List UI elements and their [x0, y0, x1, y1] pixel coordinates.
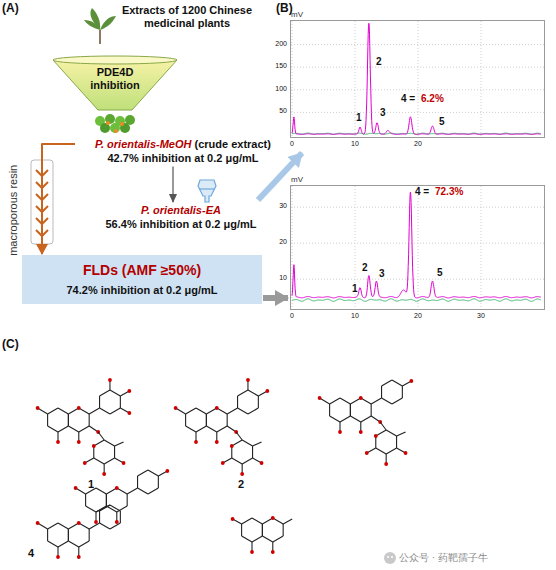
- axis-tick: 50: [266, 107, 287, 115]
- chromatogram-traces: [291, 21, 544, 309]
- bead-pile: [95, 114, 135, 133]
- plant-icon: [84, 8, 116, 44]
- chromatogram-frame: mV: [290, 20, 545, 138]
- extract-title-line: P. orientalis-MeOH (crude extract): [78, 137, 288, 151]
- peak-label: 2: [362, 262, 368, 274]
- peak-label: 6.2%: [421, 93, 444, 105]
- axis-tick: 150: [266, 62, 287, 70]
- axis-tick: 20: [408, 140, 428, 148]
- chromatogram-frame: mV: [290, 185, 545, 310]
- fraction-name: FLDs (AMF ≥50%): [30, 262, 254, 280]
- extract-name: P. orientalis-MeOH: [95, 138, 191, 150]
- panel-letter: (A): [2, 2, 19, 16]
- extract-title-line: P. orientalis-EA: [92, 203, 270, 217]
- peak-label: 4 =: [415, 186, 429, 198]
- fraction-box: FLDs (AMF ≥50%) 74.2% inhibition at 0.2 μ…: [22, 255, 262, 304]
- axis-tick: 200: [266, 40, 287, 48]
- separatory-funnel: [198, 180, 216, 202]
- inhibition-value: 74.2% inhibition at 0.2 μg/mL: [30, 283, 254, 297]
- axis-tick: 20: [408, 312, 428, 320]
- axis-unit: mV: [291, 175, 303, 184]
- column-label: macroporous resin: [8, 164, 21, 255]
- extract-block: P. orientalis-MeOH (crude extract)42.7% …: [78, 137, 288, 166]
- axis-tick: 10: [345, 312, 365, 320]
- inhibition-value: 56.4% inhibition at 0.2 μg/mL: [92, 217, 270, 231]
- watermark: 公众号 · 药靶孺子牛: [399, 552, 488, 564]
- funnel-shape: PDE4D inhibition: [52, 55, 178, 111]
- watermark-icon: [384, 552, 396, 564]
- chemical-structures: [36, 378, 414, 559]
- compound-number: 4: [28, 547, 34, 560]
- extract-note: (crude extract): [195, 138, 271, 150]
- flow-arrow: [258, 153, 302, 200]
- peak-label: 2: [376, 56, 382, 68]
- axis-tick: 100: [266, 85, 287, 93]
- compound-number: 2: [238, 478, 244, 491]
- peak-label: 4 =: [401, 93, 415, 105]
- panel-letter: (C): [2, 338, 19, 352]
- flow-arrow: [263, 295, 288, 301]
- peak-label: 72.3%: [435, 186, 463, 198]
- panel-letter: (B): [276, 2, 293, 16]
- axis-tick: 10: [266, 274, 287, 282]
- extract-block: P. orientalis-EA56.4% inhibition at 0.2 …: [92, 203, 270, 232]
- peak-label: 3: [379, 268, 385, 280]
- peak-label: 5: [437, 267, 443, 279]
- compound-number: 1: [88, 478, 94, 491]
- axis-unit: mV: [291, 10, 303, 19]
- flow-arrow: [172, 167, 173, 202]
- funnel-text-wrap: PDE4D inhibition: [75, 66, 155, 92]
- peak-label: 1: [352, 283, 358, 295]
- source-label: Extracts of 1200 Chinese medicinal plant…: [112, 4, 262, 29]
- inhibition-value: 42.7% inhibition at 0.2 μg/mL: [78, 151, 288, 165]
- axis-tick: 0: [282, 140, 302, 148]
- axis-tick: 20: [266, 238, 287, 246]
- funnel-label: PDE4D inhibition: [75, 66, 155, 92]
- peak-label: 5: [439, 116, 445, 128]
- axis-tick: 0: [282, 312, 302, 320]
- extract-name: P. orientalis-EA: [141, 204, 221, 216]
- flow-arrow: [42, 144, 75, 254]
- peak-label: 3: [380, 107, 386, 119]
- axis-tick: 10: [345, 140, 365, 148]
- peak-label: 1: [356, 112, 362, 124]
- axis-tick: 30: [266, 202, 287, 210]
- axis-tick: 30: [471, 312, 491, 320]
